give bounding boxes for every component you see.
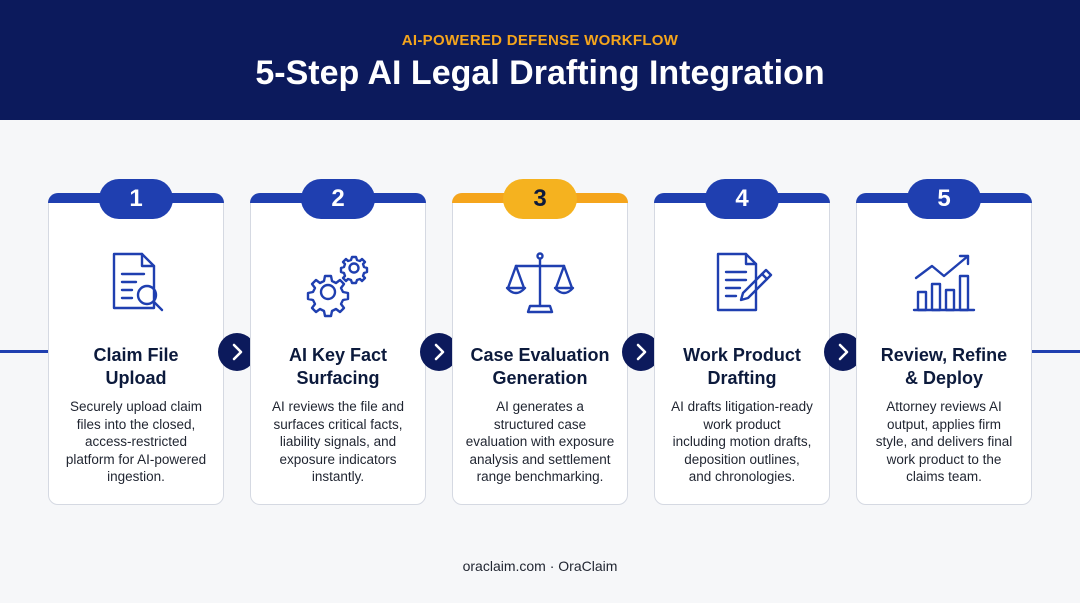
step-title: Review, Refine & Deploy [865, 344, 1023, 390]
step-card-3: 3 Case Evaluation Generation AI generate… [452, 179, 628, 505]
step-title-line: & Deploy [904, 368, 983, 388]
desc-line: instantly. [311, 469, 365, 485]
document-search-icon [100, 248, 172, 320]
desc-line: output, applies firm [886, 416, 1002, 432]
step-description: AI drafts litigation-ready work product … [665, 398, 819, 486]
step-card-2: 2 AI Key Fact Surfacing AI reviews the f… [250, 179, 426, 505]
step-number-badge: 1 [99, 179, 173, 219]
desc-line: AI reviews the file and [271, 399, 405, 414]
step-card-4: 4 Work Product Drafting AI drafts litiga… [654, 179, 830, 505]
step-title-line: Claim File [93, 345, 179, 365]
page-title: 5-Step AI Legal Drafting Integration [255, 54, 825, 92]
gears-icon [302, 248, 374, 320]
desc-line: AI drafts litigation-ready [671, 399, 813, 414]
desc-line: Securely upload claim [69, 399, 203, 414]
step-number-badge: 5 [907, 179, 981, 219]
header-eyebrow: AI-POWERED DEFENSE WORKFLOW [401, 32, 679, 49]
desc-line: structured case [493, 416, 587, 432]
step-title-line: Work Product [683, 345, 801, 365]
step-title: Claim File Upload [57, 344, 215, 390]
step-title-line: Surfacing [296, 368, 380, 388]
step-title-line: Case Evaluation [470, 345, 610, 365]
desc-line: deposition outlines, [684, 451, 800, 467]
chevron-right-icon [218, 333, 256, 371]
step-title-line: AI Key Fact [288, 345, 388, 365]
desc-line: including motion drafts, [672, 434, 812, 450]
desc-line: analysis and settlement [469, 451, 611, 467]
scales-icon [504, 248, 576, 320]
desc-line: surfaces critical facts, [273, 416, 403, 432]
desc-line: work product [703, 416, 781, 432]
desc-line: work product to the [886, 451, 1002, 467]
step-title: Case Evaluation Generation [461, 344, 619, 390]
step-description: Attorney reviews AI output, applies firm… [867, 398, 1021, 486]
step-number-badge: 4 [705, 179, 779, 219]
step-card-1: 1 Claim File Upload Securely upload clai… [48, 179, 224, 505]
step-title-line: Upload [105, 368, 167, 388]
desc-line: range benchmarking. [476, 469, 604, 485]
step-number-badge: 2 [301, 179, 375, 219]
chevron-right-icon [420, 333, 458, 371]
footer-credit: oraclaim.com · OraClaim [462, 558, 618, 574]
desc-line: liability signals, and [279, 434, 397, 450]
step-number-badge: 3 [503, 179, 577, 219]
step-description: AI generates a structured case evaluatio… [463, 398, 617, 486]
chevron-right-icon [622, 333, 660, 371]
desc-line: exposure indicators [279, 451, 397, 467]
step-description: Securely upload claim files into the clo… [59, 398, 213, 486]
desc-line: evaluation with exposure [465, 434, 615, 450]
desc-line: Attorney reviews AI [886, 399, 1002, 414]
desc-line: AI generates a [496, 399, 584, 414]
desc-line: access-restricted [84, 434, 188, 450]
chevron-right-icon [824, 333, 862, 371]
desc-line: style, and delivers final [875, 434, 1013, 450]
desc-line: ingestion. [107, 469, 165, 485]
desc-line: files into the closed, [76, 416, 196, 432]
desc-line: claims team. [906, 469, 982, 485]
step-title-line: Drafting [707, 368, 777, 388]
step-title: AI Key Fact Surfacing [259, 344, 417, 390]
growth-chart-icon [908, 248, 980, 320]
document-pen-icon [706, 248, 778, 320]
desc-line: and chronologies. [688, 469, 796, 485]
desc-line: platform for AI-powered [65, 451, 207, 467]
step-title-line: Review, Refine [880, 345, 1008, 365]
step-description: AI reviews the file and surfaces critica… [261, 398, 415, 486]
step-title-line: Generation [492, 368, 588, 388]
step-title: Work Product Drafting [663, 344, 821, 390]
header-banner: AI-POWERED DEFENSE WORKFLOW 5-Step AI Le… [0, 0, 1080, 120]
step-card-5: 5 Review, Refine & Deploy Attorney revie… [856, 179, 1032, 505]
